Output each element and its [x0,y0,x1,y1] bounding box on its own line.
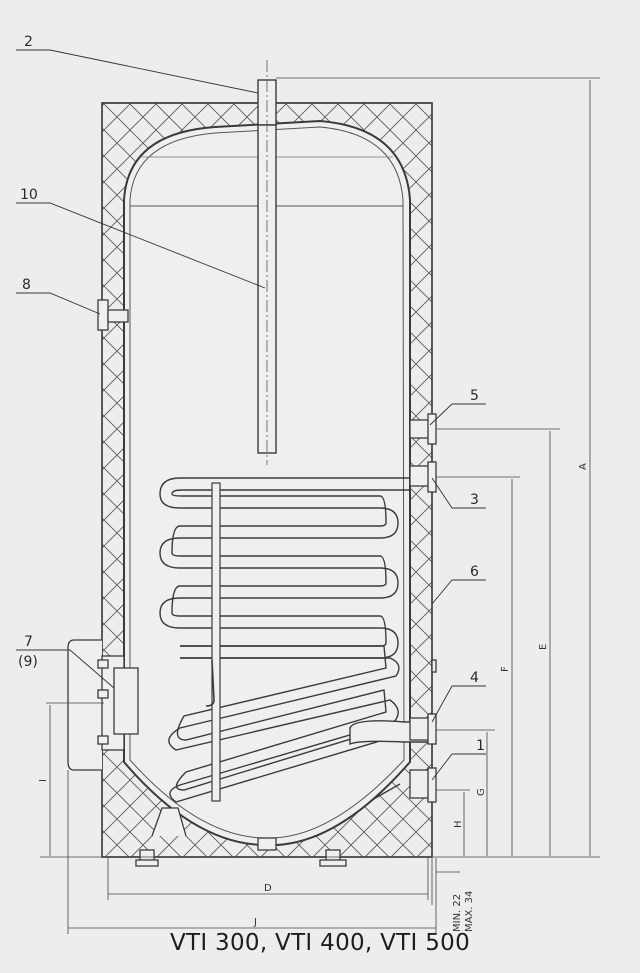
dim-max: MAX. 34 [464,891,475,932]
callout-9: (9) [18,654,38,670]
dim-H: H [453,820,464,828]
callout-1: 1 [476,738,485,754]
callout-6: 6 [470,564,479,580]
inspection-flange [67,639,139,771]
dim-G: G [476,788,487,796]
callout-10: 10 [20,187,38,203]
callout-3: 3 [470,492,479,508]
dim-min: MIN. 22 [452,894,463,932]
dim-F: F [500,666,511,672]
callout-2: 2 [24,34,33,50]
dim-A: A [578,463,589,470]
callout-8: 8 [22,277,31,293]
side-fittings [97,299,437,851]
model-caption: VTI 300, VTI 400, VTI 500 [169,930,471,956]
dim-D: D [264,883,272,894]
tank-wall [123,119,411,847]
dim-E: E [538,644,549,650]
callout-4: 4 [470,670,479,686]
dim-I: I [38,779,49,782]
callout-5: 5 [470,388,479,404]
callout-7: 7 [24,634,33,650]
feet [135,807,347,867]
dim-J: J [253,917,257,928]
